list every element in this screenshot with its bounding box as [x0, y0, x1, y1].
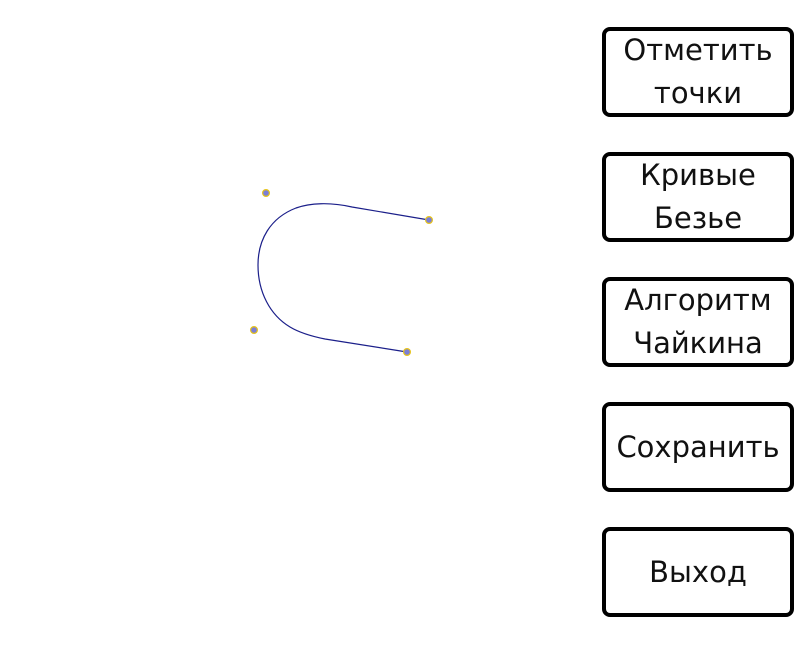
control-point[interactable] [403, 348, 412, 357]
chaikin-algorithm-label: Алгоритм Чайкина [624, 283, 772, 360]
exit-button[interactable]: Выход [602, 527, 794, 617]
control-point[interactable] [250, 326, 259, 335]
mark-points-button[interactable]: Отметить точки [602, 27, 794, 117]
curve-drawing [250, 189, 434, 357]
drawing-canvas[interactable] [0, 0, 600, 650]
exit-label: Выход [649, 554, 747, 589]
control-point[interactable] [262, 189, 271, 198]
chaikin-algorithm-button[interactable]: Алгоритм Чайкина [602, 277, 794, 367]
mark-points-label: Отметить точки [623, 33, 773, 110]
control-point[interactable] [425, 216, 434, 225]
chaikin-curve [257, 203, 430, 353]
save-label: Сохранить [616, 429, 780, 464]
bezier-curves-button[interactable]: Кривые Безье [602, 152, 794, 242]
bezier-curves-label: Кривые Безье [640, 158, 756, 235]
control-points [250, 189, 434, 357]
save-button[interactable]: Сохранить [602, 402, 794, 492]
